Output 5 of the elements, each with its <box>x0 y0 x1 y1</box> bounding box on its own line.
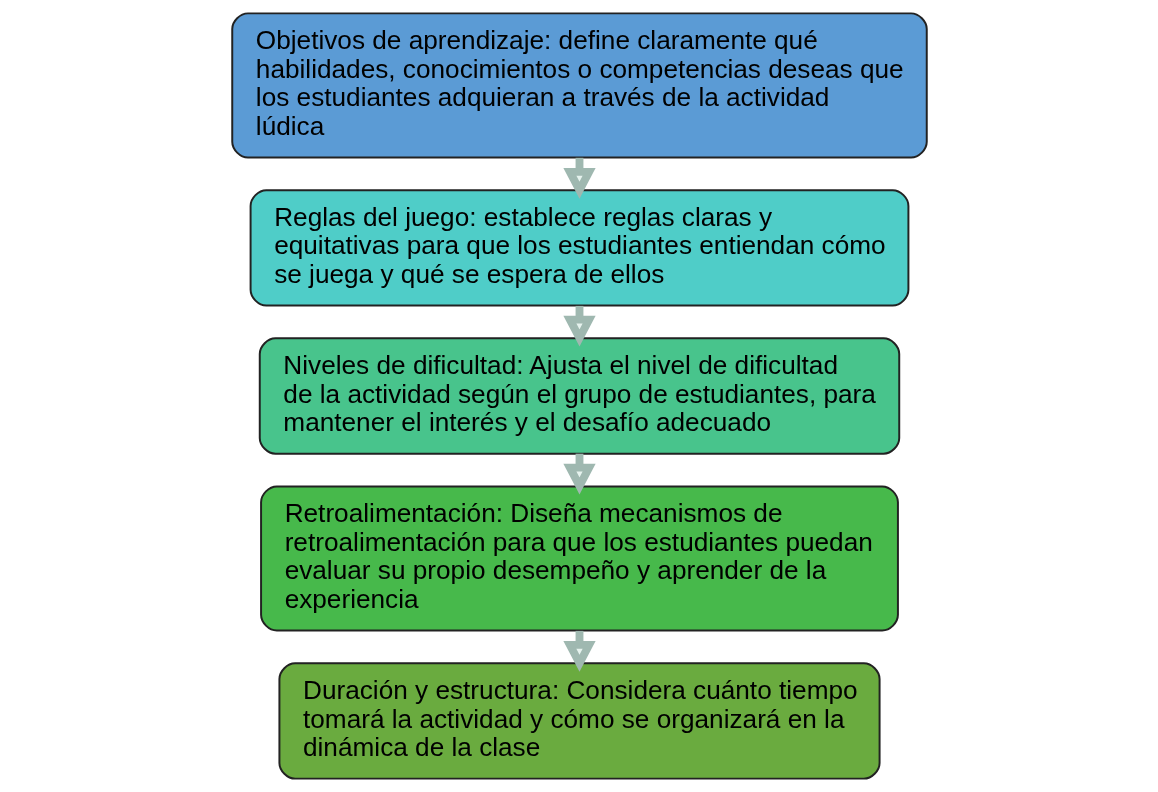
node-box: Reglas del juego: establece reglas claras y equitativas para que los estudiantes entiendan cómo se juega y qué se espera de ellos <box>249 189 909 307</box>
node-box: Niveles de dificultad: Ajusta el nivel de dificultad de la actividad según el grupo de estudiantes, para mantener el interés y el desafío adecuado <box>258 337 900 455</box>
node-box: Retroalimentación: Diseña mecanismos de retroalimentación para que los estudiantes puedan evaluar su propio desempeño y aprender de la experiencia <box>259 485 899 632</box>
node-box: Duración y estructura: Considera cuánto tiempo tomará la actividad y cómo se organizará en la dinámica de la clase <box>277 662 881 780</box>
node-box: Objetivos de aprendizaje: define claramente qué habilidades, conocimientos o competencias deseas que los estudiantes adquieran a través de la actividad lúdica <box>230 12 928 159</box>
